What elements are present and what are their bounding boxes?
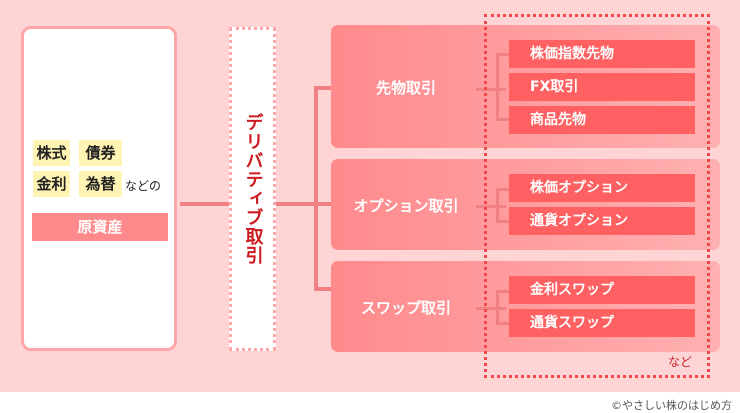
sub-item-commodity-futures: 商品先物	[509, 106, 695, 134]
derivative-label: デリバティブ取引	[242, 113, 264, 265]
sub-item-currency-options: 通貨オプション	[509, 207, 695, 235]
underlying-asset-box: 株式 債券 金利 為替 などの	[21, 26, 177, 351]
bracket-swaps-bottom	[496, 322, 509, 325]
underlying-suffix: などの	[125, 179, 162, 193]
bracket-swaps-vertical	[496, 290, 499, 325]
category-swaps-label: スワップ取引	[360, 299, 451, 317]
tag-fx: 為替	[79, 171, 122, 197]
bracket-options-top	[496, 188, 509, 191]
bracket-swaps-top	[496, 290, 509, 293]
sub-item-fx: FX取引	[509, 73, 695, 101]
tag-interest-rates: 金利	[33, 171, 70, 197]
tag-bonds: 債券	[79, 140, 122, 166]
connector-branch-swaps	[314, 287, 332, 291]
category-futures-label: 先物取引	[375, 79, 436, 97]
sub-item-stock-index-futures: 株価指数先物	[509, 40, 695, 68]
bracket-futures-bottom	[496, 118, 509, 121]
bracket-options-vertical	[496, 188, 499, 223]
examples-dotted-frame	[484, 14, 710, 378]
connector-derivative-trunk	[276, 202, 316, 206]
bracket-futures-stem	[476, 88, 506, 91]
connector-branch-options	[314, 202, 332, 206]
examples-note: など	[668, 355, 693, 369]
sub-item-currency-swaps: 通貨スワップ	[509, 309, 695, 337]
bracket-swaps-stem	[476, 307, 506, 310]
bracket-options-bottom	[496, 220, 509, 223]
connector-vertical-trunk	[314, 86, 318, 291]
sub-item-stock-options: 株価オプション	[509, 174, 695, 202]
underlying-asset-label: 原資産	[32, 213, 168, 241]
copyright-credit: ©やさしい株のはじめ方	[611, 399, 732, 412]
bracket-futures-vertical	[496, 53, 499, 121]
tag-stocks: 株式	[33, 140, 70, 166]
derivative-box: デリバティブ取引	[229, 27, 276, 351]
bracket-options-stem	[476, 205, 506, 208]
category-options-label: オプション取引	[353, 197, 459, 215]
bracket-futures-top	[496, 53, 509, 56]
connector-asset-derivative	[180, 202, 229, 206]
sub-item-interest-rate-swaps: 金利スワップ	[509, 276, 695, 304]
connector-branch-futures	[314, 86, 332, 90]
